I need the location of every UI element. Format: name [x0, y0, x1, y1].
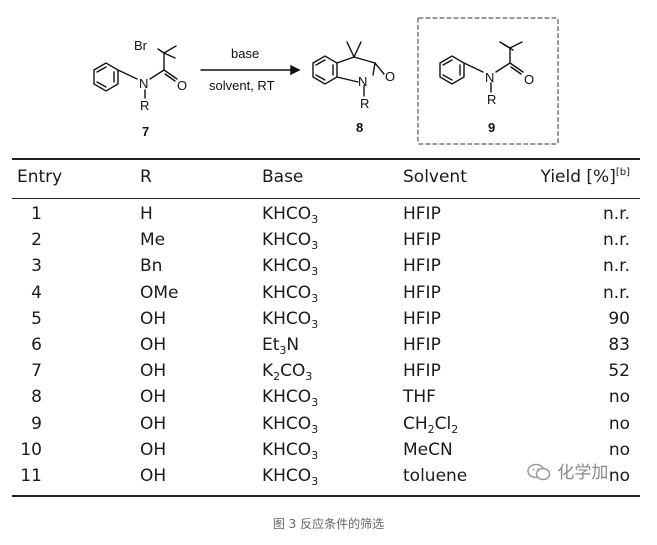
reaction-scheme: Br N O R 7 base solvent, RT N O R 8 — [93, 17, 559, 145]
wechat-icon — [527, 463, 551, 481]
cell-r: OH — [140, 466, 167, 486]
cell-entry: 4 — [31, 282, 42, 303]
cell-base: KHCO3 — [262, 439, 319, 462]
header-yield: Yield [%][b] — [541, 167, 630, 187]
cell-r: OH — [140, 413, 167, 434]
table-header-rule — [12, 198, 640, 199]
cell-base: KHCO3 — [262, 256, 319, 279]
cell-solvent: CH2Cl2 — [403, 413, 459, 436]
compound-8-id: 8 — [356, 120, 363, 135]
compound-8-r-label: R — [360, 96, 369, 111]
cell-base: K2CO3 — [262, 361, 313, 384]
cell-yield: no — [608, 466, 630, 486]
compound-7-o-label: O — [177, 78, 187, 93]
cell-base: Et3N — [262, 335, 300, 357]
compound-9-dashed-box — [417, 17, 559, 145]
cell-entry: 7 — [31, 361, 42, 382]
compound-7-structure — [93, 45, 178, 99]
compound-7-id: 7 — [142, 124, 149, 139]
cell-entry: 9 — [31, 413, 42, 434]
cell-solvent: HFIP — [403, 335, 441, 355]
cell-entry: 3 — [31, 256, 42, 277]
cell-yield: 52 — [608, 361, 630, 382]
compound-8-structure — [312, 41, 385, 97]
cell-entry: 2 — [31, 230, 42, 251]
cell-base: KHCO3 — [262, 308, 319, 331]
figure-caption: 图 3 反应条件的筛选 — [272, 517, 385, 531]
cell-base: KHCO3 — [262, 204, 319, 226]
compound-7-br-label: Br — [134, 38, 148, 53]
cell-solvent: MeCN — [403, 439, 453, 460]
cell-solvent: HFIP — [403, 230, 441, 251]
cell-entry: 1 — [31, 204, 42, 224]
header-r: R — [140, 167, 152, 187]
cell-base: KHCO3 — [262, 387, 319, 410]
cell-base: KHCO3 — [262, 466, 319, 488]
cell-r: OH — [140, 335, 167, 355]
cell-yield: n.r. — [602, 256, 630, 277]
cell-yield: n.r. — [602, 282, 630, 303]
compound-7-r-label: R — [140, 98, 149, 113]
cell-yield: n.r. — [602, 204, 630, 224]
reaction-arrow — [200, 64, 301, 76]
cell-entry: 6 — [31, 335, 42, 355]
cell-r: OH — [140, 361, 167, 382]
cell-entry: 10 — [20, 439, 42, 460]
cell-base: KHCO3 — [262, 413, 319, 436]
compound-9-o-label: O — [524, 72, 534, 87]
cell-solvent: HFIP — [403, 282, 441, 303]
cell-yield: no — [608, 439, 630, 460]
compound-9-id: 9 — [488, 120, 495, 135]
cell-entry: 5 — [31, 308, 42, 329]
header-entry: Entry — [17, 167, 63, 187]
cell-base: KHCO3 — [262, 282, 319, 305]
cell-r: OMe — [140, 282, 179, 303]
compound-9-r-label: R — [487, 92, 496, 107]
compound-8-o-label: O — [385, 69, 395, 84]
cell-solvent: HFIP — [403, 361, 441, 382]
cell-r: Me — [140, 230, 166, 251]
cell-solvent: toluene — [403, 466, 468, 486]
cell-solvent: HFIP — [403, 204, 441, 224]
cell-solvent: THF — [403, 387, 436, 408]
reagent-above-arrow: base — [231, 46, 259, 61]
watermark: 化学加 — [526, 458, 608, 483]
reagent-below-arrow: solvent, RT — [209, 78, 275, 93]
cell-entry: 11 — [20, 466, 42, 486]
compound-9-structure — [439, 41, 524, 93]
header-base: Base — [262, 167, 304, 187]
cell-r: OH — [140, 308, 167, 329]
table-top-rule — [12, 158, 640, 160]
cell-yield: no — [608, 387, 630, 408]
cell-base: KHCO3 — [262, 230, 319, 253]
cell-r: OH — [140, 387, 167, 408]
compound-9-n-label: N — [485, 70, 494, 85]
compound-8-n-label: N — [358, 74, 367, 89]
cell-yield: n.r. — [602, 230, 630, 251]
compound-7-n-label: N — [139, 76, 148, 91]
cell-entry: 8 — [31, 387, 42, 408]
table-bottom-rule — [12, 495, 640, 497]
cell-yield: no — [608, 413, 630, 434]
cell-r: OH — [140, 439, 167, 460]
header-solvent: Solvent — [403, 167, 467, 187]
cell-yield: 90 — [608, 308, 630, 329]
watermark-text: 化学加 — [557, 463, 609, 483]
header-yield-footnote: [b] — [615, 167, 630, 178]
cell-solvent: HFIP — [403, 256, 441, 277]
cell-yield: 83 — [608, 335, 630, 355]
header-yield-label: Yield [%] — [540, 167, 616, 187]
cell-r: H — [140, 204, 153, 224]
cell-r: Bn — [140, 256, 163, 277]
cell-solvent: HFIP — [403, 308, 441, 329]
